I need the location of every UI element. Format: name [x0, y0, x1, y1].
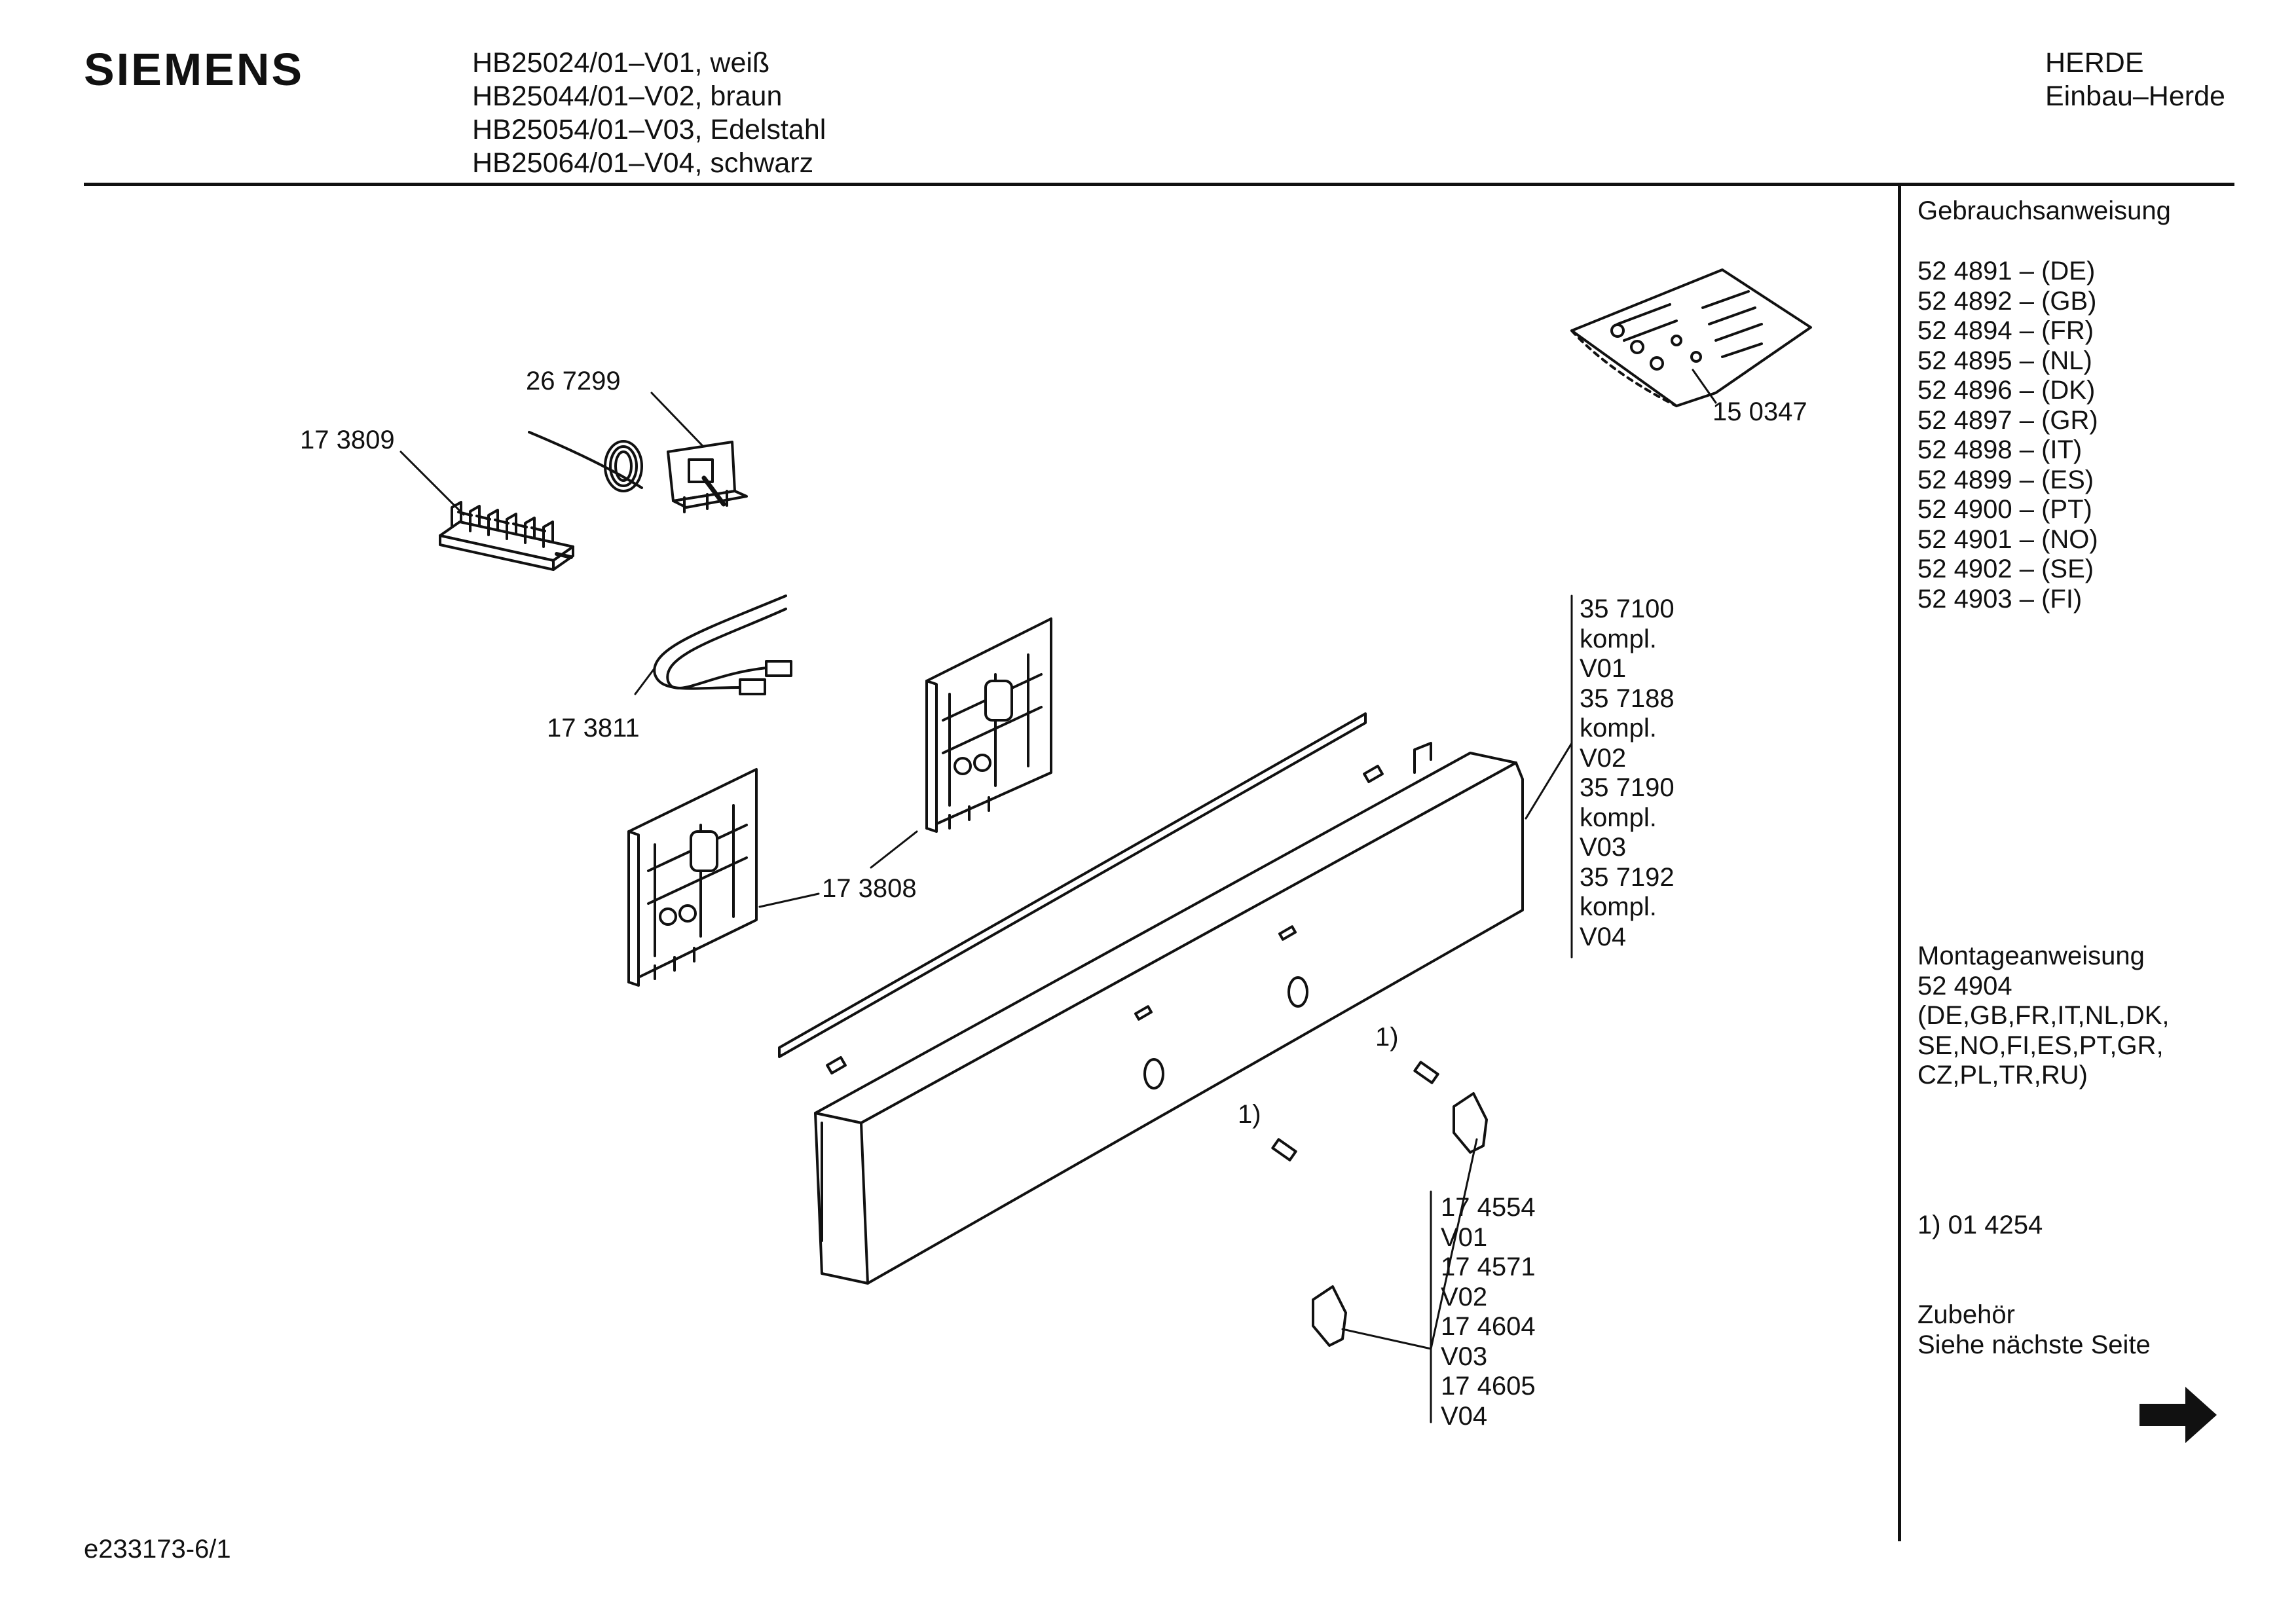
accessories-title: Zubehör — [1917, 1300, 2015, 1329]
footnote-marker: 1) — [1375, 1023, 1399, 1052]
brand-logo: SIEMENS — [84, 44, 305, 95]
knob-code: V03 — [1441, 1342, 1488, 1371]
manual-item: 52 4903 – (FI) — [1917, 584, 2083, 614]
knob-part — [1271, 1061, 1488, 1350]
screw-bag-part — [1570, 268, 1812, 407]
arrow-right-icon[interactable] — [2139, 1387, 2217, 1443]
panel-code: V04 — [1580, 922, 1627, 951]
bracket-part — [870, 617, 1052, 869]
control-panel-part — [814, 742, 1573, 1285]
category: HERDE Einbau–Herde — [2045, 46, 2225, 113]
model-list: HB25024/01–V01, weiß HB25044/01–V02, bra… — [472, 46, 826, 180]
panel-code: 35 7100 — [1580, 595, 1675, 623]
header-divider — [84, 183, 2234, 186]
model-line: HB25064/01–V04, schwarz — [472, 147, 814, 179]
knob-code-list: 17 4554 V01 17 4571 V02 17 4604 V03 17 4… — [1441, 1193, 1536, 1431]
part-label: 17 3811 — [547, 714, 640, 742]
thermostat-part — [528, 392, 748, 513]
panel-code: V01 — [1580, 654, 1627, 683]
assembly-number: 52 4904 — [1917, 971, 2012, 1000]
knob-code: V02 — [1441, 1282, 1488, 1311]
footnote-reference: 1) 01 4254 — [1917, 1211, 2043, 1239]
panel-code: kompl. — [1580, 624, 1657, 653]
cable-part — [634, 595, 792, 695]
category-line-1: HERDE — [2045, 47, 2144, 79]
model-line: HB25054/01–V03, Edelstahl — [472, 114, 826, 145]
part-label: 17 3808 — [822, 874, 917, 903]
part-label: 26 7299 — [526, 367, 621, 395]
manual-item: 52 4899 – (ES) — [1917, 465, 2094, 494]
panel-code: kompl. — [1580, 714, 1657, 742]
manual-item: 52 4901 – (NO) — [1917, 524, 2098, 554]
panel-code: 35 7192 — [1580, 862, 1675, 892]
manual-item: 52 4896 – (DK) — [1917, 376, 2096, 405]
accessories-note: Siehe nächste Seite — [1917, 1330, 2151, 1359]
footnote-marker: 1) — [1238, 1100, 1261, 1129]
panel-code: kompl. — [1580, 892, 1657, 921]
assembly-langs: (DE,GB,FR,IT,NL,DK, — [1917, 1001, 2170, 1030]
assembly-block: Montageanweisung 52 4904 (DE,GB,FR,IT,NL… — [1917, 942, 2170, 1091]
assembly-langs: SE,NO,FI,ES,PT,GR, — [1917, 1031, 2164, 1060]
manual-title: Gebrauchsanweisung — [1917, 196, 2171, 225]
manual-item: 52 4892 – (GB) — [1917, 286, 2097, 316]
knob-code: V01 — [1441, 1222, 1488, 1252]
document-id: e233173-6/1 — [84, 1535, 231, 1564]
manual-item: 52 4897 – (GR) — [1917, 405, 2098, 435]
assembly-title: Montageanweisung — [1917, 942, 2145, 970]
panel-code: V02 — [1580, 743, 1627, 773]
part-label: 15 0347 — [1713, 397, 1807, 426]
manual-item: 52 4894 – (FR) — [1917, 316, 2094, 345]
manual-list: 52 4891 – (DE) 52 4892 – (GB) 52 4894 – … — [1917, 257, 2098, 614]
manual-item: 52 4898 – (IT) — [1917, 435, 2083, 464]
sidebar-divider — [1898, 185, 1901, 1541]
knob-code: 17 4605 — [1441, 1372, 1536, 1401]
seal-strip-part — [778, 712, 1367, 1058]
bracket-part — [627, 768, 820, 987]
manual-item: 52 4895 – (NL) — [1917, 346, 2092, 375]
category-line-2: Einbau–Herde — [2045, 81, 2225, 112]
panel-code: 35 7190 — [1580, 773, 1675, 802]
knob-code: V04 — [1441, 1401, 1488, 1431]
panel-code: V03 — [1580, 833, 1627, 862]
terminal-block-part — [399, 450, 574, 571]
panel-code: kompl. — [1580, 803, 1657, 832]
manual-item: 52 4900 – (PT) — [1917, 495, 2092, 524]
panel-code-list: 35 7100 kompl. V01 35 7188 kompl. V02 35… — [1580, 595, 1675, 952]
manual-item: 52 4902 – (SE) — [1917, 555, 2094, 583]
manual-item: 52 4891 – (DE) — [1917, 257, 2096, 285]
model-line: HB25024/01–V01, weiß — [472, 47, 770, 79]
model-line: HB25044/01–V02, braun — [472, 81, 783, 112]
part-label: 17 3809 — [300, 426, 395, 454]
knob-code: 17 4571 — [1441, 1253, 1536, 1281]
assembly-langs: CZ,PL,TR,RU) — [1917, 1061, 2088, 1090]
accessories-block: Zubehör Siehe nächste Seite — [1917, 1300, 2151, 1360]
knob-code: 17 4604 — [1441, 1312, 1536, 1341]
panel-code: 35 7188 — [1580, 684, 1675, 713]
knob-code: 17 4554 — [1441, 1193, 1536, 1222]
